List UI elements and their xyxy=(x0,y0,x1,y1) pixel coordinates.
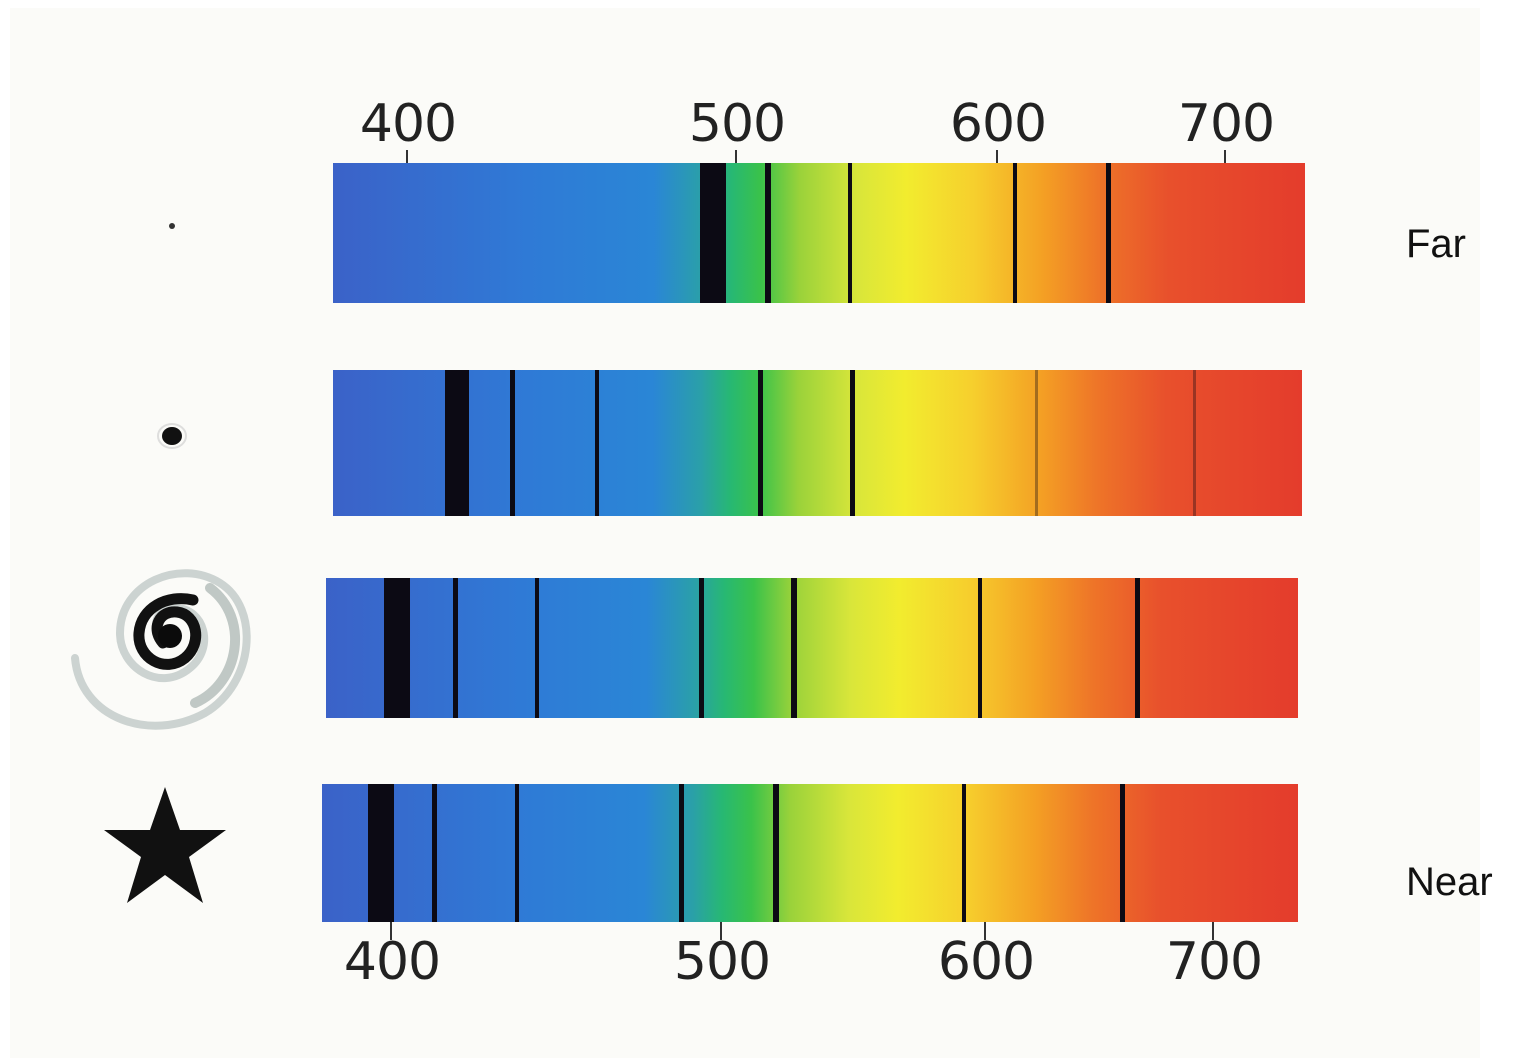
absorption-line-faint xyxy=(1035,370,1038,516)
absorption-line xyxy=(791,578,797,718)
spectrum-second xyxy=(333,370,1302,516)
far-galaxy-dot-icon xyxy=(169,223,175,229)
absorption-line xyxy=(432,784,437,922)
small-galaxy-dot-icon xyxy=(157,423,187,449)
bottom-tick-600: 600 xyxy=(937,932,1035,992)
bottom-tick-500: 500 xyxy=(673,932,771,992)
absorption-line xyxy=(453,578,458,718)
absorption-line xyxy=(368,784,394,922)
absorption-line xyxy=(384,578,410,718)
bottom-tick-mark-700 xyxy=(1212,922,1214,940)
bottom-tick-mark-500 xyxy=(720,922,722,940)
absorption-line xyxy=(1106,163,1111,303)
absorption-line xyxy=(1013,163,1017,303)
top-tick-mark-500 xyxy=(735,150,737,168)
absorption-line xyxy=(773,784,779,922)
top-tick-mark-700 xyxy=(1224,150,1226,168)
star-icon xyxy=(104,787,226,903)
absorption-line xyxy=(679,784,684,922)
top-tick-700: 700 xyxy=(1177,94,1275,154)
bottom-tick-400: 400 xyxy=(343,932,441,992)
top-tick-500: 500 xyxy=(688,94,786,154)
absorption-line xyxy=(978,578,982,718)
absorption-line-faint xyxy=(1193,370,1196,516)
near-label: Near xyxy=(1406,860,1493,904)
bottom-tick-mark-600 xyxy=(984,922,986,940)
absorption-line xyxy=(515,784,519,922)
absorption-line xyxy=(1135,578,1140,718)
bottom-tick-700: 700 xyxy=(1165,932,1263,992)
absorption-line xyxy=(510,370,515,516)
absorption-line xyxy=(445,370,469,516)
spectrum-far xyxy=(333,163,1305,303)
absorption-line xyxy=(700,163,726,303)
top-tick-mark-600 xyxy=(996,150,998,168)
absorption-line xyxy=(848,163,852,303)
absorption-line xyxy=(535,578,539,718)
absorption-line xyxy=(699,578,704,718)
spectrum-near xyxy=(322,784,1298,922)
absorption-line xyxy=(595,370,599,516)
top-tick-400: 400 xyxy=(359,94,457,154)
bottom-tick-mark-400 xyxy=(390,922,392,940)
top-tick-600: 600 xyxy=(949,94,1047,154)
absorption-line xyxy=(850,370,855,516)
absorption-line xyxy=(758,370,763,516)
far-label: Far xyxy=(1406,222,1466,266)
absorption-line xyxy=(765,163,771,303)
spiral-galaxy-icon xyxy=(71,569,251,730)
absorption-line xyxy=(1120,784,1125,922)
top-tick-mark-400 xyxy=(406,150,408,168)
spectrum-third xyxy=(326,578,1298,718)
absorption-line xyxy=(962,784,966,922)
